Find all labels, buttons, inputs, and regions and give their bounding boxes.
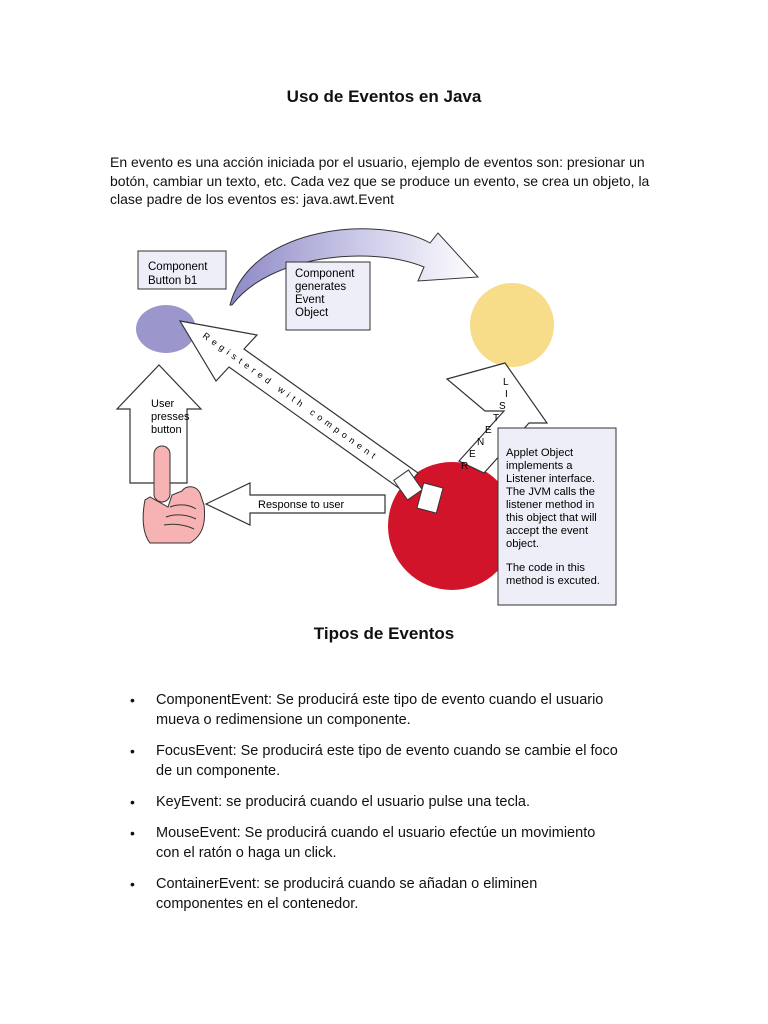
listener-letter: I (505, 389, 508, 400)
listener-letter: T (493, 413, 499, 424)
intro-paragraph: En evento es una acción iniciada por el … (110, 153, 670, 209)
component-box-line: Component (148, 261, 208, 273)
listener-letter: N (477, 437, 484, 448)
listener-label-group: L I S T E N E R (461, 377, 509, 472)
list-item-line: ComponentEvent: Se producirá este tipo d… (156, 692, 604, 708)
page-title: Uso de Eventos en Java (286, 87, 482, 106)
listener-arrow (445, 362, 549, 474)
user-presses-line: button (151, 424, 182, 436)
listener-letter: L (503, 377, 509, 388)
applet-tab (416, 482, 444, 514)
bullet-marker: • (130, 876, 135, 892)
list-item-line: con el ratón o haga un click. (156, 845, 337, 861)
generates-box-line: Object (295, 307, 329, 319)
applet-circle (388, 462, 516, 590)
intro-line: botón, cambiar un texto, etc. Cada vez q… (110, 172, 650, 189)
list-item-line: ContainerEvent: se producirá cuando se a… (156, 876, 538, 892)
list-item: • FocusEvent: Se producirá este tipo de … (130, 741, 690, 781)
applet-box-line: method is excuted. (506, 575, 600, 587)
applet-box-line: Listener interface. (506, 473, 595, 485)
curved-event-arrow (229, 228, 480, 306)
component-ellipse (136, 305, 196, 353)
response-arrow (204, 482, 386, 526)
list-item: • MouseEvent: Se producirá cuando el usu… (130, 823, 690, 863)
applet-box-line: implements a (506, 460, 573, 472)
applet-box-line: object. (506, 538, 539, 550)
listener-letter: E (485, 425, 492, 436)
section-title: Tipos de Eventos (313, 624, 455, 643)
component-box-line: Button b1 (148, 275, 197, 287)
bullet-marker: • (130, 692, 135, 708)
event-diagram: Component Button b1 Component generates … (115, 228, 617, 606)
bullet-marker: • (130, 825, 135, 841)
list-item-line: de un componente. (156, 763, 281, 779)
list-item-line: KeyEvent: se producirá cuando el usuario… (156, 794, 531, 810)
component-box (137, 250, 227, 290)
applet-box (497, 427, 617, 606)
user-presses-line: presses (151, 411, 190, 423)
applet-box-line: Applet Object (506, 447, 574, 459)
list-item-line: FocusEvent: Se producirá este tipo de ev… (156, 743, 618, 759)
applet-box-line: this object that will (506, 512, 597, 524)
event-types-list: • ComponentEvent: Se producirá este tipo… (130, 690, 690, 914)
generates-box-line: Component (295, 268, 355, 280)
list-item: • ComponentEvent: Se producirá este tipo… (130, 690, 690, 730)
pointing-hand-icon (142, 445, 206, 544)
registered-label: Registered with component (201, 330, 381, 462)
user-presses-arrow (115, 364, 203, 484)
generates-box-line: Event (295, 294, 325, 306)
listener-letter: S (499, 401, 506, 412)
listener-letter: R (461, 461, 468, 472)
generates-box (285, 261, 371, 331)
applet-box-line: The code in this (506, 562, 585, 574)
list-item-line: MouseEvent: Se producirá cuando el usuar… (156, 825, 596, 841)
bullet-marker: • (130, 743, 135, 759)
bullet-marker: • (130, 794, 135, 810)
applet-box-line: listener method in (506, 499, 594, 511)
list-item-line: componentes en el contenedor. (156, 896, 359, 912)
applet-box-line: The JVM calls the (506, 486, 595, 498)
user-presses-line: User (151, 398, 175, 410)
listener-letter: E (469, 449, 476, 460)
generates-box-line: generates (295, 281, 346, 293)
applet-tab (393, 469, 423, 501)
applet-box-line: accept the event (506, 525, 589, 537)
response-label: Response to user (258, 499, 345, 511)
intro-line: clase padre de los eventos es: java.awt.… (110, 191, 395, 207)
listener-circle (470, 283, 554, 367)
intro-line: En evento es una acción iniciada por el … (110, 154, 645, 170)
list-item: • ContainerEvent: se producirá cuando se… (130, 874, 690, 914)
list-item: • KeyEvent: se producirá cuando el usuar… (130, 792, 690, 812)
list-item-line: mueva o redimensione un componente. (156, 712, 411, 728)
